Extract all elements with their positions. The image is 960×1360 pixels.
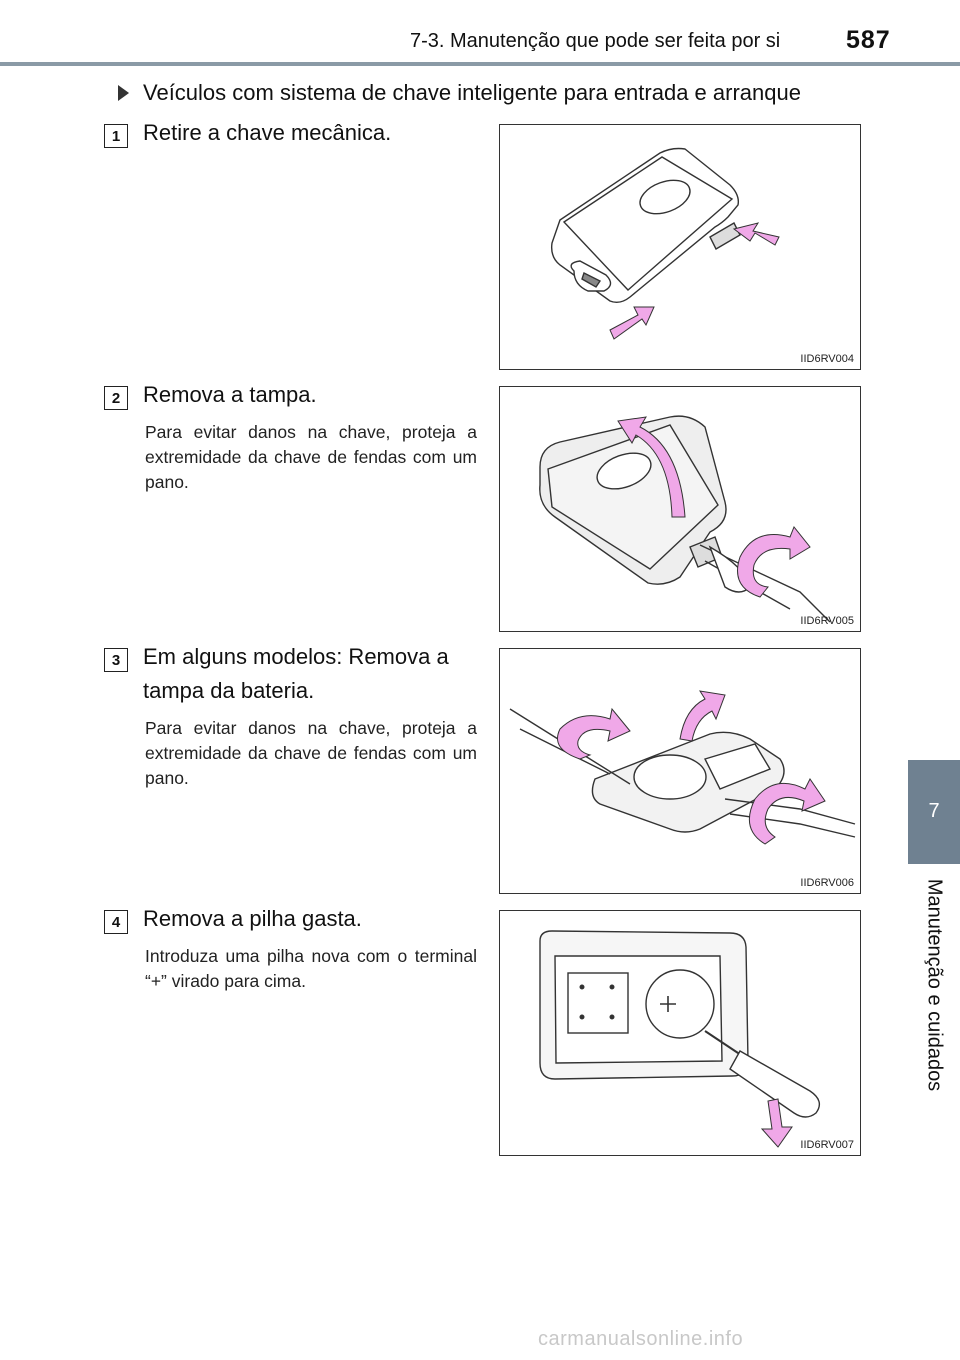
subsection-heading-text: Veículos com sistema de chave inteligent… [143, 80, 801, 105]
step-4-figure: IID6RV007 [499, 910, 861, 1156]
figure-code: IID6RV004 [800, 353, 854, 365]
subsection-heading: Veículos com sistema de chave inteligent… [118, 80, 801, 106]
step-1-title: Retire a chave mecânica. [143, 120, 392, 145]
page-number: 587 [846, 26, 891, 54]
step-3-title: Em alguns modelos: Remova a tampa da bat… [143, 644, 449, 703]
battery-removal-illustration [539, 930, 821, 1148]
section-title: 7-3. Manutenção que pode ser feita por s… [410, 30, 781, 52]
chapter-tab [908, 760, 960, 864]
battery-cover-illustration [509, 690, 856, 845]
site-watermark: carmanualsonline.info [538, 1328, 744, 1350]
step-3-note: Para evitar danos na chave, proteja a ex… [145, 718, 477, 788]
step-4-note: Introduza uma pilha nova com o terminal … [145, 946, 477, 991]
step-2-number: 2 [104, 386, 128, 410]
figure-code: IID6RV007 [800, 1139, 854, 1151]
step-1-number: 1 [104, 124, 128, 148]
step-3-number: 3 [104, 648, 128, 672]
key-cover-illustration [539, 415, 831, 623]
figure-code: IID6RV005 [800, 615, 854, 627]
step-2-figure: IID6RV005 [499, 386, 861, 632]
step-4-number: 4 [104, 910, 128, 934]
step-3-figure: IID6RV006 [499, 648, 861, 894]
key-fob-illustration [550, 147, 780, 340]
header-divider [0, 62, 960, 66]
figure-code: IID6RV006 [800, 877, 854, 889]
step-1-figure: IID6RV004 [499, 124, 861, 370]
chapter-number: 7 [928, 800, 940, 822]
triangle-bullet-icon [118, 85, 129, 101]
chapter-label: Manutenção e cuidados [923, 878, 946, 1092]
step-4-title: Remova a pilha gasta. [143, 906, 362, 931]
step-2-title: Remova a tampa. [143, 382, 317, 407]
step-2-note: Para evitar danos na chave, proteja a ex… [145, 422, 477, 492]
